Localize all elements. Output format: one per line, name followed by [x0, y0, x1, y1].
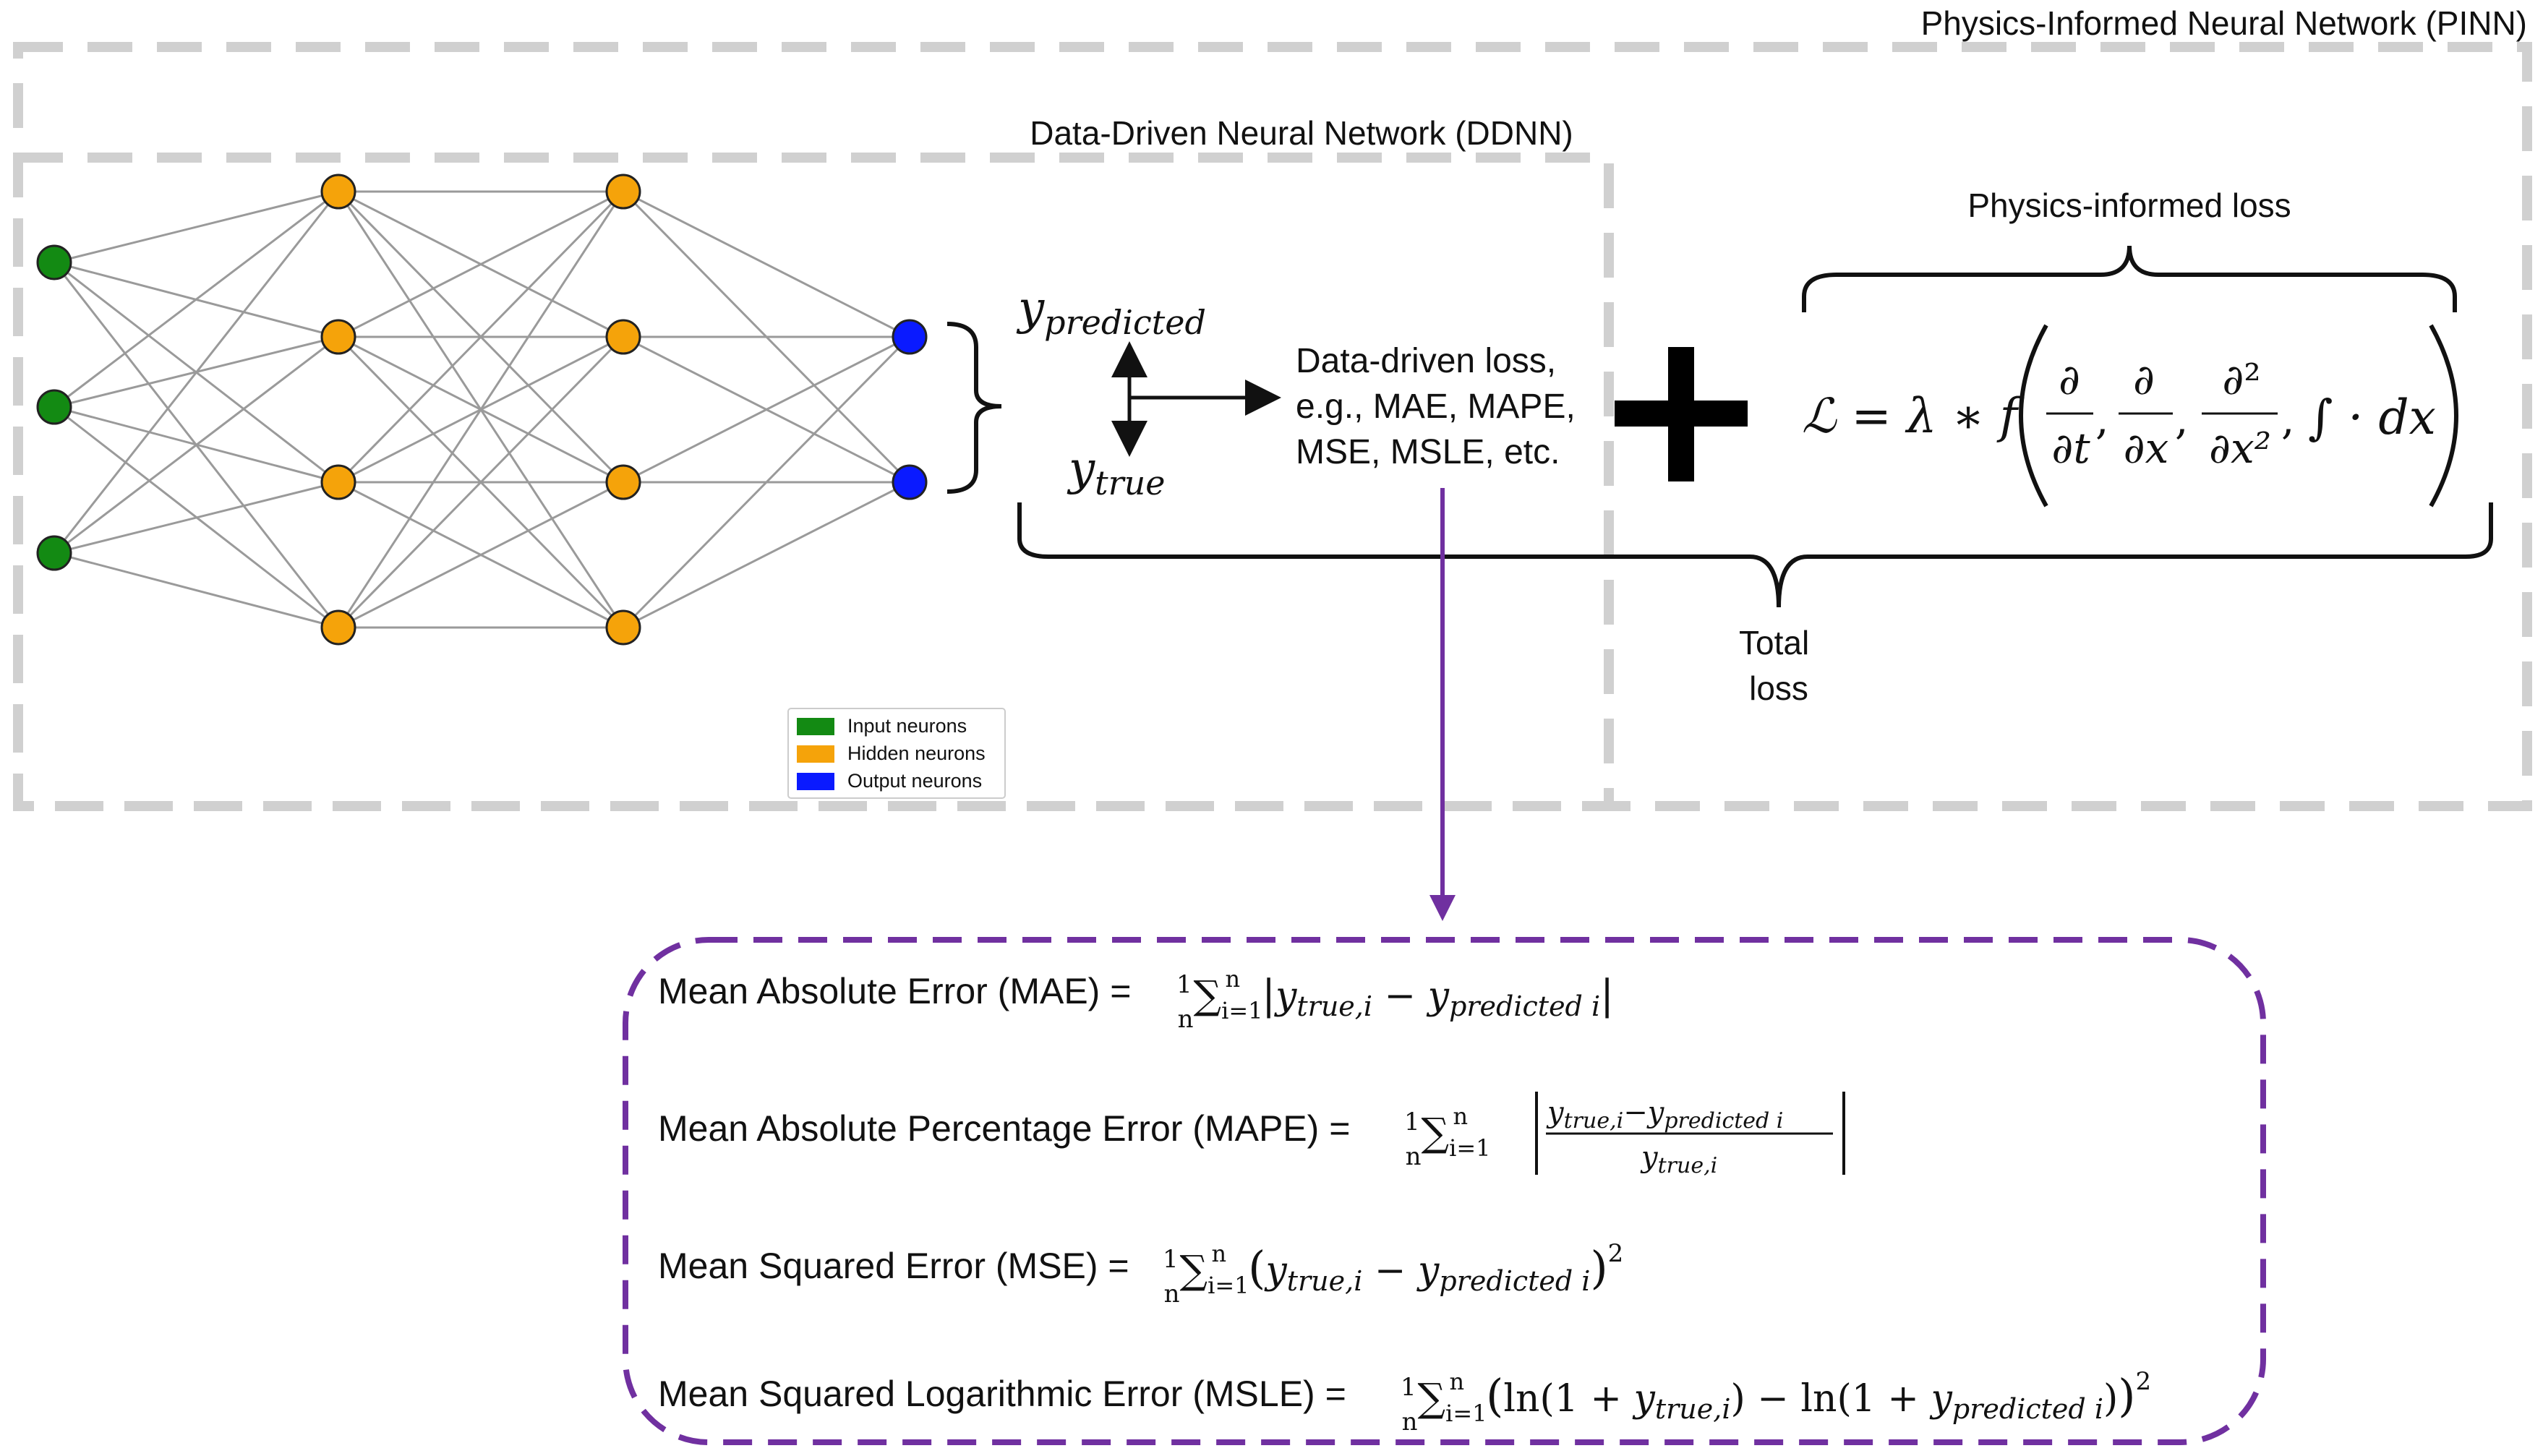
hidden-neuron: [605, 464, 641, 500]
hidden-neuron: [605, 609, 641, 646]
edge-l0-0-0: [54, 190, 339, 264]
legend-swatch-hidden: [797, 745, 834, 763]
y-predicted-label: ypredicted: [1016, 282, 1206, 342]
formulas-box: [623, 937, 2266, 1445]
mae-label: Mean Absolute Error (MAE) =: [658, 971, 1131, 1011]
edge-l1-2-0: [337, 190, 625, 484]
ddnn-boundary: [13, 153, 1614, 811]
edge-l1-1-0: [338, 190, 624, 338]
edge-l0-2-3: [54, 552, 339, 629]
d-dx-num: ∂: [2133, 355, 2155, 404]
d2-dx2-den: ∂x²: [2209, 424, 2271, 473]
total-loss-brace: [1017, 502, 2493, 608]
formula-mape: Mean Absolute Percentage Error (MAPE) = …: [658, 1092, 1845, 1178]
pinn-title: Physics-Informed Neural Network (PINN): [1921, 4, 2527, 42]
edge-l2-3-1: [623, 481, 910, 629]
left-paren: [2019, 324, 2048, 508]
edge-l2-0-0: [623, 190, 910, 338]
y-true-label: ytrue: [1067, 442, 1165, 502]
mape-label: Mean Absolute Percentage Error (MAPE) =: [658, 1108, 1350, 1149]
edge-l1-3-1: [337, 335, 625, 629]
physics-loss-equation: ℒ = λ ∗ f ∂ ∂t , ∂ ∂x , ∂² ∂x² , ∫ · dx: [1802, 324, 2458, 508]
edge-l0-2-0: [53, 191, 340, 554]
neural-network: [36, 174, 928, 646]
edge-l0-2-1: [54, 335, 339, 554]
comma-3: ,: [2281, 395, 2294, 444]
network-nodes: [36, 174, 928, 646]
hidden-neuron: [605, 319, 641, 355]
d2-dx2-num: ∂²: [2222, 355, 2260, 404]
plus-icon: [1615, 347, 1748, 481]
data-loss-text: Data-driven loss, e.g., MAE, MAPE, MSE, …: [1296, 342, 1585, 471]
edge-l2-2-0: [623, 335, 910, 484]
legend-swatch-input: [797, 718, 834, 735]
loss-lhs: ℒ = λ ∗ f: [1802, 388, 2025, 444]
hidden-neuron: [320, 174, 356, 210]
hidden-neuron: [320, 609, 356, 646]
edge-l2-3-0: [622, 335, 911, 629]
integral-term: ∫ · dx: [2308, 390, 2436, 445]
legend-box: [787, 708, 1006, 799]
mape-denominator: ytrue,i: [1640, 1141, 1717, 1178]
edge-l1-3-2: [338, 481, 624, 629]
total-loss-label: Total loss: [1739, 624, 1818, 707]
mape-numerator: ytrue,i−ypredicted i: [1546, 1096, 1783, 1134]
legend-label-input: Input neurons: [847, 715, 967, 737]
input-neuron: [36, 535, 72, 571]
msle-label: Mean Squared Logarithmic Error (MSLE) =: [658, 1374, 1346, 1414]
output-neuron: [892, 319, 928, 355]
d-dt-den: ∂t: [2051, 424, 2090, 473]
edge-l0-1-0: [54, 190, 339, 408]
hidden-neuron: [320, 464, 356, 500]
comma-2: ,: [2175, 395, 2188, 444]
mse-label: Mean Squared Error (MSE) =: [658, 1246, 1129, 1286]
hidden-neuron: [605, 174, 641, 210]
edge-l1-3-0: [337, 191, 625, 628]
hidden-neuron: [320, 319, 356, 355]
output-neuron: [892, 464, 928, 500]
physics-loss-title: Physics-informed loss: [1967, 187, 2291, 224]
input-neuron: [36, 244, 72, 281]
right-paren: [2429, 324, 2458, 508]
output-bracket: [946, 322, 1002, 494]
comma-1: ,: [2095, 395, 2108, 444]
edge-l0-2-2: [54, 481, 339, 554]
input-neuron: [36, 389, 72, 425]
physics-loss-brace: [1802, 245, 2457, 312]
d-dt-num: ∂: [2059, 355, 2080, 404]
legend-label-hidden: Hidden neurons: [847, 742, 986, 764]
legend-swatch-output: [797, 773, 834, 790]
legend: Input neurons Hidden neurons Output neur…: [787, 708, 1006, 799]
legend-label-output: Output neurons: [847, 770, 982, 792]
ddnn-title: Data-Driven Neural Network (DDNN): [1030, 114, 1573, 152]
formula-msle: Mean Squared Logarithmic Error (MSLE) = …: [658, 1367, 2151, 1436]
d-dx-den: ∂x: [2124, 424, 2169, 473]
network-edges: [53, 190, 911, 629]
